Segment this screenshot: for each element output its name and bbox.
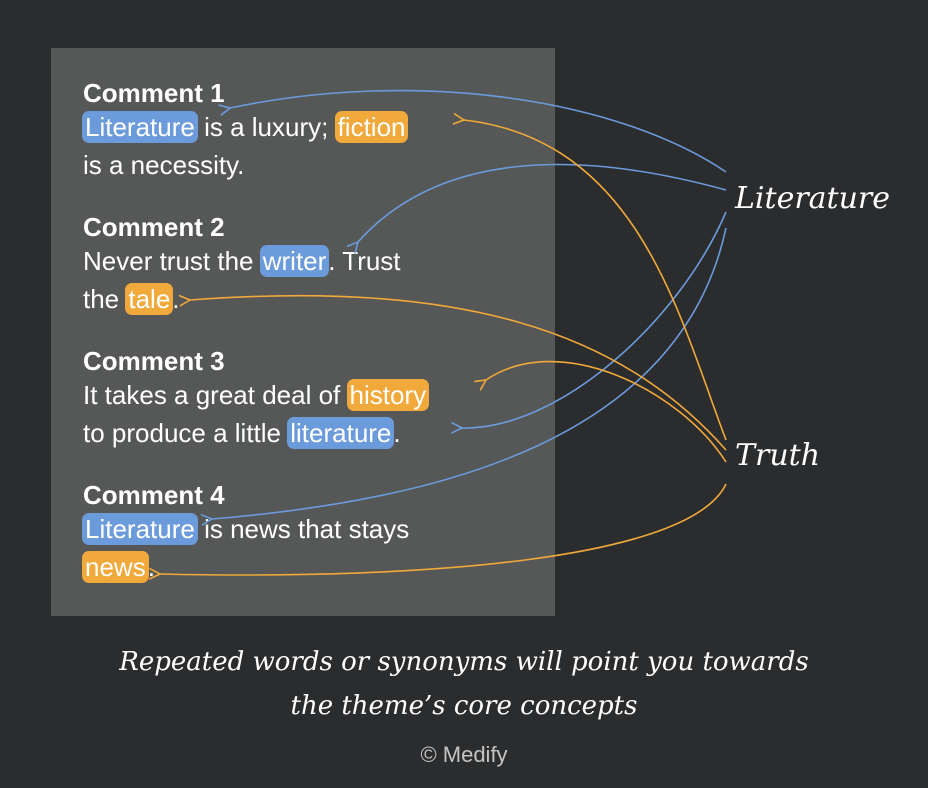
- arrow-truth-to-history-c3: [474, 360, 727, 463]
- arrow-literature-to-literature-c1: [218, 89, 727, 173]
- comment-line: It takes a great deal of history: [83, 376, 430, 414]
- arrow-truth-to-news-c4: [149, 483, 727, 580]
- arrow-literature-to-literature-c4: [200, 227, 727, 526]
- keyword-literature-highlight: literature: [287, 417, 395, 449]
- comment-text: Never trust the: [83, 246, 261, 276]
- comment-line: news.: [82, 548, 409, 586]
- comment-text: to produce a little: [83, 418, 289, 448]
- keyword-literature-highlight: Literature: [82, 513, 198, 545]
- comment-line: Never trust the writer. Trust: [83, 242, 401, 280]
- concept-literature: Literature: [735, 181, 891, 216]
- comment-line: is a necessity.: [83, 146, 407, 184]
- caption-line-1: Repeated words or synonyms will point yo…: [119, 647, 809, 677]
- comment-text: It takes a great deal of: [83, 380, 348, 410]
- arrow-literature-to-literature-c3: [451, 211, 727, 434]
- comment-text: is a luxury;: [196, 112, 336, 142]
- comment-2: Comment 2 Never trust the writer. Trust …: [83, 212, 401, 318]
- comment-title: Comment 4: [83, 480, 225, 510]
- comment-1: Comment 1 Literature is a luxury; fictio…: [82, 78, 409, 184]
- comment-text: the: [83, 284, 127, 314]
- arrow-truth-to-tale-c2: [178, 294, 727, 451]
- comment-line: Literature is news that stays: [82, 510, 410, 548]
- comment-text: .: [393, 418, 401, 448]
- comment-title: Comment 3: [83, 346, 225, 376]
- comment-4: Comment 4 Literature is news that stays …: [82, 480, 410, 586]
- comment-title: Comment 2: [83, 212, 225, 242]
- concept-truth: Truth: [735, 438, 821, 473]
- caption-line-2: the theme’s core concepts: [290, 691, 638, 721]
- copyright-credit: © Medify: [420, 742, 508, 767]
- comment-line: the tale.: [83, 280, 401, 318]
- comment-text: is news that stays: [196, 514, 410, 544]
- keyword-truth-highlight: fiction: [334, 111, 409, 143]
- comment-text: is a necessity.: [83, 150, 245, 180]
- comment-text: . Trust: [328, 246, 401, 276]
- arrow-literature-to-writer-c2: [346, 163, 727, 254]
- comment-line: Literature is a luxury; fiction: [82, 108, 409, 146]
- arrow-truth-to-fiction-c1: [452, 113, 727, 441]
- comment-text: .: [172, 284, 180, 314]
- comment-3: Comment 3 It takes a great deal of histo…: [83, 346, 430, 452]
- keyword-literature-highlight: Literature: [82, 111, 198, 143]
- keyword-truth-highlight: history: [346, 379, 430, 411]
- keyword-truth-highlight: news: [82, 551, 149, 583]
- keyword-literature-highlight: writer: [259, 245, 330, 277]
- keyword-truth-highlight: tale: [125, 283, 174, 315]
- comment-text: .: [147, 552, 155, 582]
- comment-line: to produce a little literature.: [83, 414, 428, 452]
- comment-title: Comment 1: [83, 78, 225, 108]
